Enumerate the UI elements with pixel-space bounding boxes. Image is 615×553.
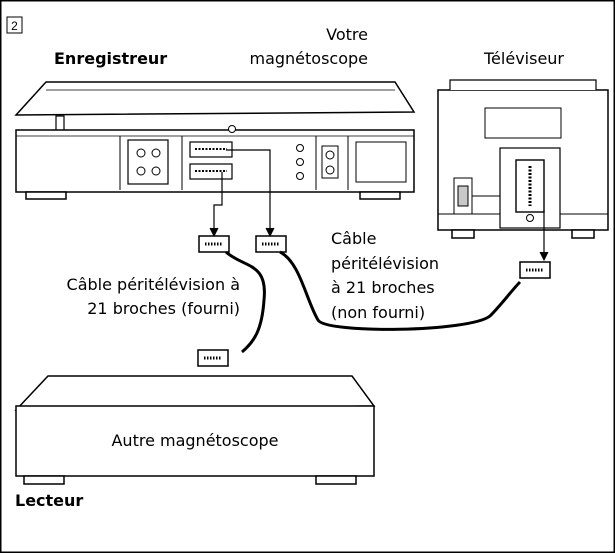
step-number: 2: [11, 19, 18, 33]
cable-not-supplied-label-2: péritélévision: [331, 254, 439, 273]
cable-supplied: [197, 172, 266, 367]
cable-not-supplied: [226, 149, 551, 331]
recorder-device-label-2: magnétoscope: [249, 49, 368, 68]
recorder-vcr: [14, 81, 416, 200]
cable-supplied-label-2: 21 broches (fourni): [87, 299, 240, 318]
tv-set: [437, 79, 609, 239]
recorder-device-label-1: Votre: [326, 25, 368, 44]
cable-not-supplied-label-4: (non fourni): [331, 303, 425, 322]
player-device-label: Autre magnétoscope: [111, 431, 278, 450]
cable-supplied-label-1: Câble péritélévision à: [67, 275, 240, 294]
player-role-label: Lecteur: [15, 491, 83, 510]
step-number-badge: 2: [6, 16, 23, 34]
cable-not-supplied-label-3: à 21 broches: [331, 278, 435, 297]
tv-label: Téléviseur: [483, 49, 564, 68]
recorder-role-label: Enregistreur: [54, 49, 167, 68]
cable-not-supplied-label-1: Câble: [331, 229, 376, 248]
player-vcr: [14, 375, 376, 485]
